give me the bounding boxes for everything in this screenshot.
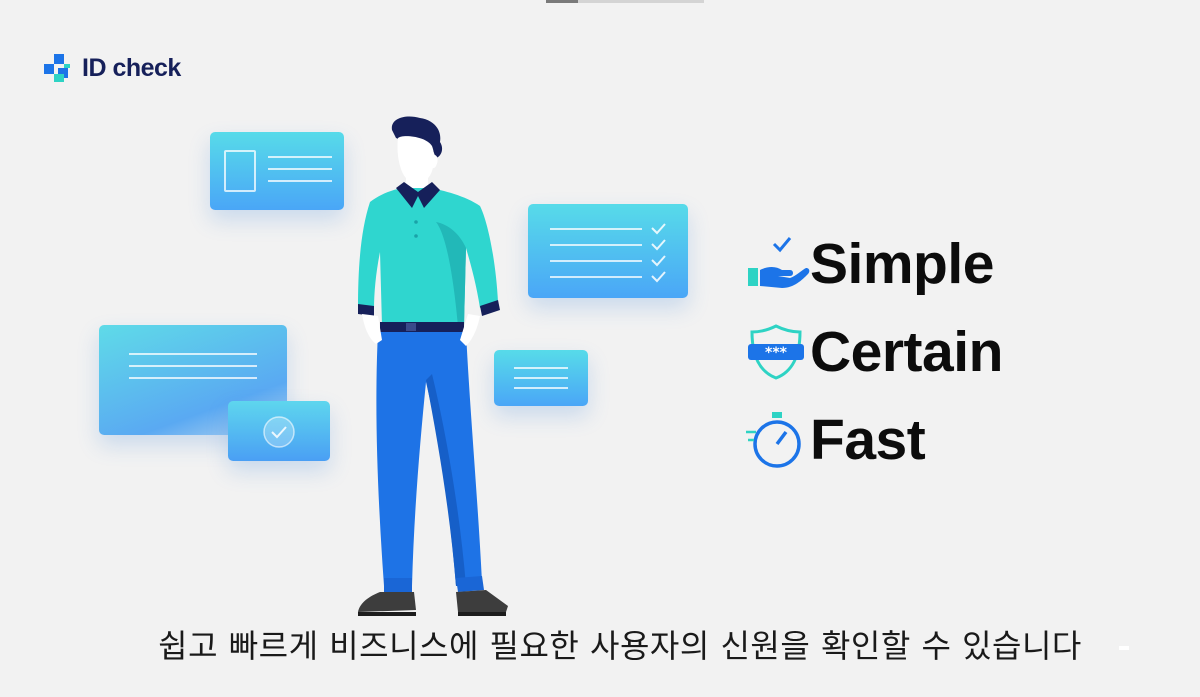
verified-card — [228, 401, 330, 461]
shield-password-icon: *** — [746, 320, 810, 384]
person-illustration — [358, 116, 508, 616]
hand-check-icon — [746, 232, 810, 296]
small-card — [494, 350, 588, 406]
feature-fast-label: Fast — [810, 407, 926, 472]
verified-check-icon — [263, 416, 295, 448]
id-check-logo-icon — [44, 54, 70, 82]
brand-name: ID check — [82, 53, 181, 82]
photo-placeholder-icon — [224, 150, 256, 192]
progress-indicator — [546, 0, 704, 3]
checkmarks-icon — [651, 223, 666, 283]
caption-marker — [1119, 646, 1129, 650]
checklist-card — [528, 204, 688, 298]
id-card — [210, 132, 344, 210]
feature-certain: *** Certain — [746, 320, 1076, 384]
feature-certain-label: Certain — [810, 319, 1003, 384]
feature-simple: Simple — [746, 232, 1076, 296]
feature-fast: Fast — [746, 408, 1076, 472]
video-subtitle: 쉽고 빠르게 비즈니스에 필요한 사용자의 신원을 확인할 수 있습니다 — [158, 627, 1082, 665]
stopwatch-icon — [746, 408, 810, 472]
document-card — [99, 325, 287, 435]
brand-logo: ID check — [40, 52, 181, 84]
feature-simple-label: Simple — [810, 231, 994, 296]
svg-text:***: *** — [765, 345, 788, 361]
